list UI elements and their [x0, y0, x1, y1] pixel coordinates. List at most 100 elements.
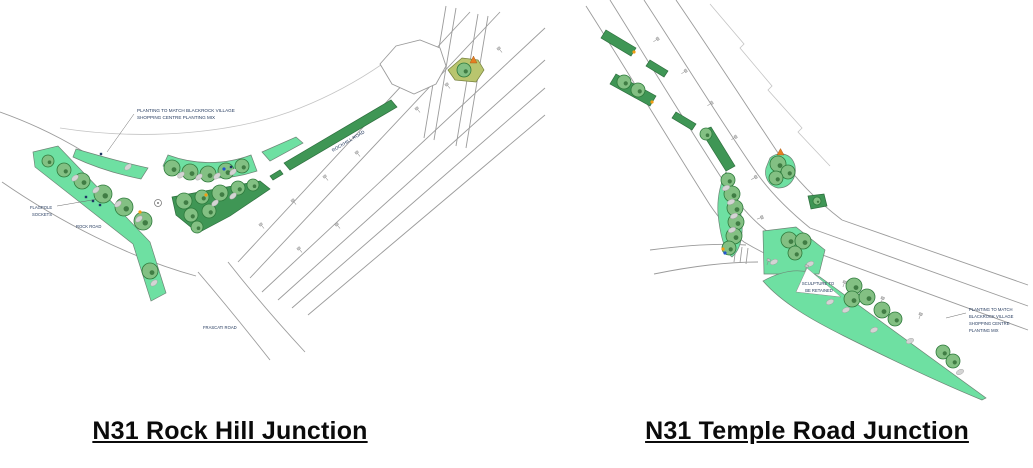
marker-dot	[222, 167, 226, 171]
right-caption: N31 Temple Road Junction	[645, 417, 969, 445]
marker-dot	[723, 251, 727, 255]
tree-symbol	[858, 288, 876, 306]
median-strip-small	[269, 169, 284, 181]
boulder-symbol	[826, 299, 834, 305]
road-sign-symbol	[918, 312, 923, 320]
boulder-symbol	[728, 227, 736, 233]
planting-note-label: BLACKROCK VILLAGE	[969, 314, 1014, 319]
road-sign-symbol	[258, 222, 265, 229]
orange-triangle-marker	[776, 148, 785, 156]
marker-dot	[229, 165, 233, 169]
planting-beds	[600, 29, 987, 401]
verge-strip	[671, 111, 697, 131]
marker-dot	[650, 100, 654, 104]
marker-dot	[91, 199, 95, 203]
sculpture-label: SCULPTURE TO	[802, 281, 835, 286]
boulder-symbol	[727, 199, 735, 205]
boulder-symbol	[213, 172, 221, 180]
orange-triangle-marker	[469, 55, 478, 64]
tree-symbol	[199, 165, 217, 183]
tree-symbol	[935, 344, 951, 360]
tree-symbol	[887, 311, 903, 327]
tree-symbol	[175, 192, 193, 210]
boulder-symbol	[195, 173, 203, 181]
tree-symbol	[780, 164, 796, 180]
boulder-symbol	[842, 307, 850, 313]
marker-dot	[632, 50, 636, 54]
tree-symbol	[787, 245, 803, 261]
sculpture-area	[795, 267, 842, 298]
road-sign-symbol	[756, 215, 764, 220]
sliver-bed	[261, 136, 304, 162]
boulder-symbol	[770, 259, 778, 265]
road-sign-symbol	[766, 258, 771, 266]
marker-dot	[721, 247, 725, 251]
tree-symbol	[234, 158, 250, 174]
boulder-symbol	[211, 199, 219, 207]
marker-dot	[138, 210, 142, 214]
marker-dot	[98, 203, 102, 207]
boulder-symbol	[92, 186, 100, 194]
boulder-symbol	[114, 200, 122, 208]
tree-symbol	[183, 207, 199, 223]
tree-symbol	[41, 154, 55, 168]
marker-dot	[99, 152, 103, 156]
flagpole-symbol-dot	[157, 202, 159, 204]
planting-note-label: PLANTING MIX	[969, 328, 999, 333]
road-sign-symbol	[296, 246, 303, 253]
annotations: PLANTING TO MATCH BLACKROCK VILLAGE SHOP…	[802, 281, 1014, 333]
boulder-symbol	[71, 174, 79, 182]
road-sign-symbol	[322, 174, 329, 181]
verge-strip	[645, 59, 669, 78]
median-strip	[283, 99, 398, 171]
road-sign-symbol	[880, 296, 885, 304]
rock-road-label: ROCK ROAD	[76, 224, 101, 229]
south-wedge-bed	[762, 270, 987, 401]
tree-symbol	[163, 159, 181, 177]
planting-note-label: PLANTING TO MATCH BLACKROCK VILLAGE	[137, 108, 235, 113]
boulder-symbol	[124, 163, 132, 171]
left-caption: N31 Rock Hill Junction	[92, 417, 368, 445]
temple-road-plan: PLANTING TO MATCH BLACKROCK VILLAGE SHOP…	[558, 0, 1033, 415]
road-sign-symbol	[842, 280, 847, 288]
tree-symbol	[699, 127, 713, 141]
boulder-symbol	[150, 279, 158, 287]
tree-symbol	[201, 203, 217, 219]
tree-symbol	[230, 180, 246, 196]
junction-bulge	[379, 39, 447, 95]
tree-symbol	[843, 290, 861, 308]
tree-symbol	[456, 62, 472, 78]
marker-dot	[84, 195, 88, 199]
tree-symbol	[845, 277, 863, 295]
tree-symbol	[945, 353, 961, 369]
tree-symbol	[211, 184, 229, 202]
tree-symbol	[246, 178, 260, 192]
tree-symbol	[812, 196, 822, 206]
road-sign-symbol	[290, 198, 297, 205]
boulder-symbol	[177, 171, 185, 179]
road-sign-symbol	[444, 82, 451, 89]
road-sign-symbol	[414, 106, 421, 113]
rock-hill-drawing: PLANTING TO MATCH BLACKROCK VILLAGE SHOP…	[0, 5, 546, 361]
boulder-symbol	[229, 168, 237, 176]
planting-note-label: SHOPPING CENTRE	[969, 321, 1010, 326]
flagpole-label: FLAGPOLE	[30, 205, 52, 210]
boulder-symbol	[135, 215, 143, 223]
road-sign-symbol	[751, 174, 758, 180]
tree-symbol	[141, 262, 159, 280]
tree-symbol	[780, 231, 798, 249]
tree-symbol	[190, 220, 204, 234]
road-sign-symbol	[334, 222, 341, 229]
boulder-symbol	[956, 369, 964, 375]
marker-dot	[204, 193, 208, 197]
tree-symbol	[720, 172, 736, 188]
flagpole-label: SOCKETS	[32, 212, 52, 217]
boulder-symbol	[870, 327, 878, 333]
boulder-symbol	[722, 185, 730, 191]
road-sign-symbol	[731, 134, 738, 141]
crescent-bed	[72, 148, 149, 180]
sculpture-label: BE RETAINED	[805, 288, 833, 293]
planting-note-label: PLANTING TO MATCH	[969, 307, 1013, 312]
road-sign-symbol	[707, 100, 714, 107]
